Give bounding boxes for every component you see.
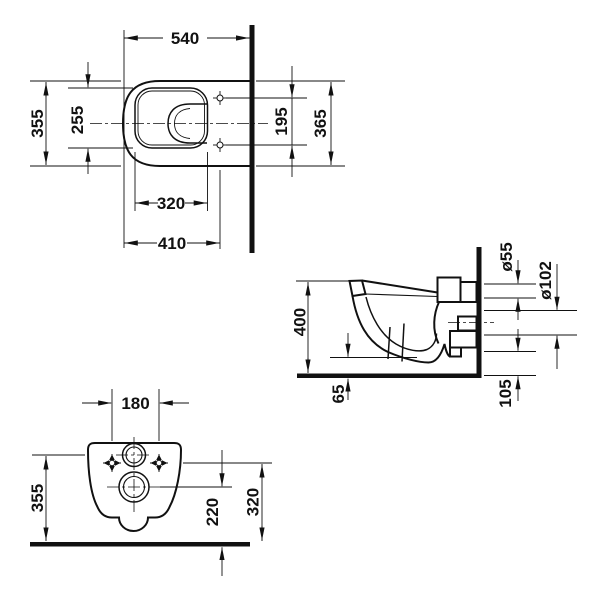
- dim-inlet-diameter: ø55: [484, 242, 536, 320]
- dim-label-220: 220: [203, 498, 222, 526]
- dim-label-255: 255: [68, 106, 87, 134]
- front-view: 180 355 220 320: [28, 389, 272, 576]
- dim-180: 180: [82, 389, 189, 441]
- dim-410: 410: [124, 170, 221, 253]
- dim-label-355-plan: 355: [28, 109, 47, 137]
- bowl-outline-outer: [134, 87, 209, 149]
- dim-195: 195: [226, 66, 307, 177]
- dim-320-front: 320: [183, 462, 272, 541]
- dim-105: 105: [484, 329, 536, 408]
- top-view: 540 355 255 195: [28, 25, 345, 253]
- dim-65: 65: [329, 333, 417, 403]
- dim-220: 220: [160, 450, 232, 576]
- floor-line: [30, 542, 250, 547]
- dim-365: 365: [256, 80, 345, 167]
- dim-320-plan: 320: [134, 152, 208, 213]
- dim-label-320-plan: 320: [157, 194, 185, 213]
- fixing-hole-left: [103, 454, 121, 472]
- fixing-hole-top: [213, 91, 227, 105]
- toilet-profile: [348, 276, 494, 364]
- dim-label-105: 105: [496, 379, 515, 407]
- dim-outlet-diameter: ø102: [484, 261, 577, 369]
- wall-line: [249, 25, 255, 253]
- dim-540: 540: [123, 29, 250, 248]
- dim-label-410: 410: [158, 234, 186, 253]
- dim-400: 400: [290, 280, 349, 373]
- fixing-hole-right: [150, 454, 168, 472]
- bowl-outline-inner: [137, 90, 205, 146]
- side-view: 400 65 ø55 ø102 105: [290, 242, 577, 408]
- dim-255: 255: [68, 62, 133, 174]
- dim-label-320-front: 320: [243, 488, 262, 516]
- dim-label-195: 195: [272, 107, 291, 135]
- dim-label-180: 180: [121, 394, 149, 413]
- wall-line: [476, 247, 482, 378]
- dim-label-inlet-diameter: ø55: [497, 242, 516, 271]
- floor-line: [297, 373, 482, 378]
- dim-355-plan: 355: [28, 80, 121, 167]
- dim-label-365: 365: [311, 109, 330, 137]
- dim-label-400: 400: [290, 308, 309, 336]
- dim-label-355-front: 355: [28, 484, 47, 512]
- fixing-hole-bottom: [213, 138, 227, 152]
- dim-label-outlet-diameter: ø102: [536, 261, 555, 300]
- body-outline: [86, 442, 183, 532]
- dim-355-front: 355: [28, 454, 85, 541]
- dim-label-65: 65: [329, 385, 348, 404]
- dim-label-540: 540: [171, 29, 199, 48]
